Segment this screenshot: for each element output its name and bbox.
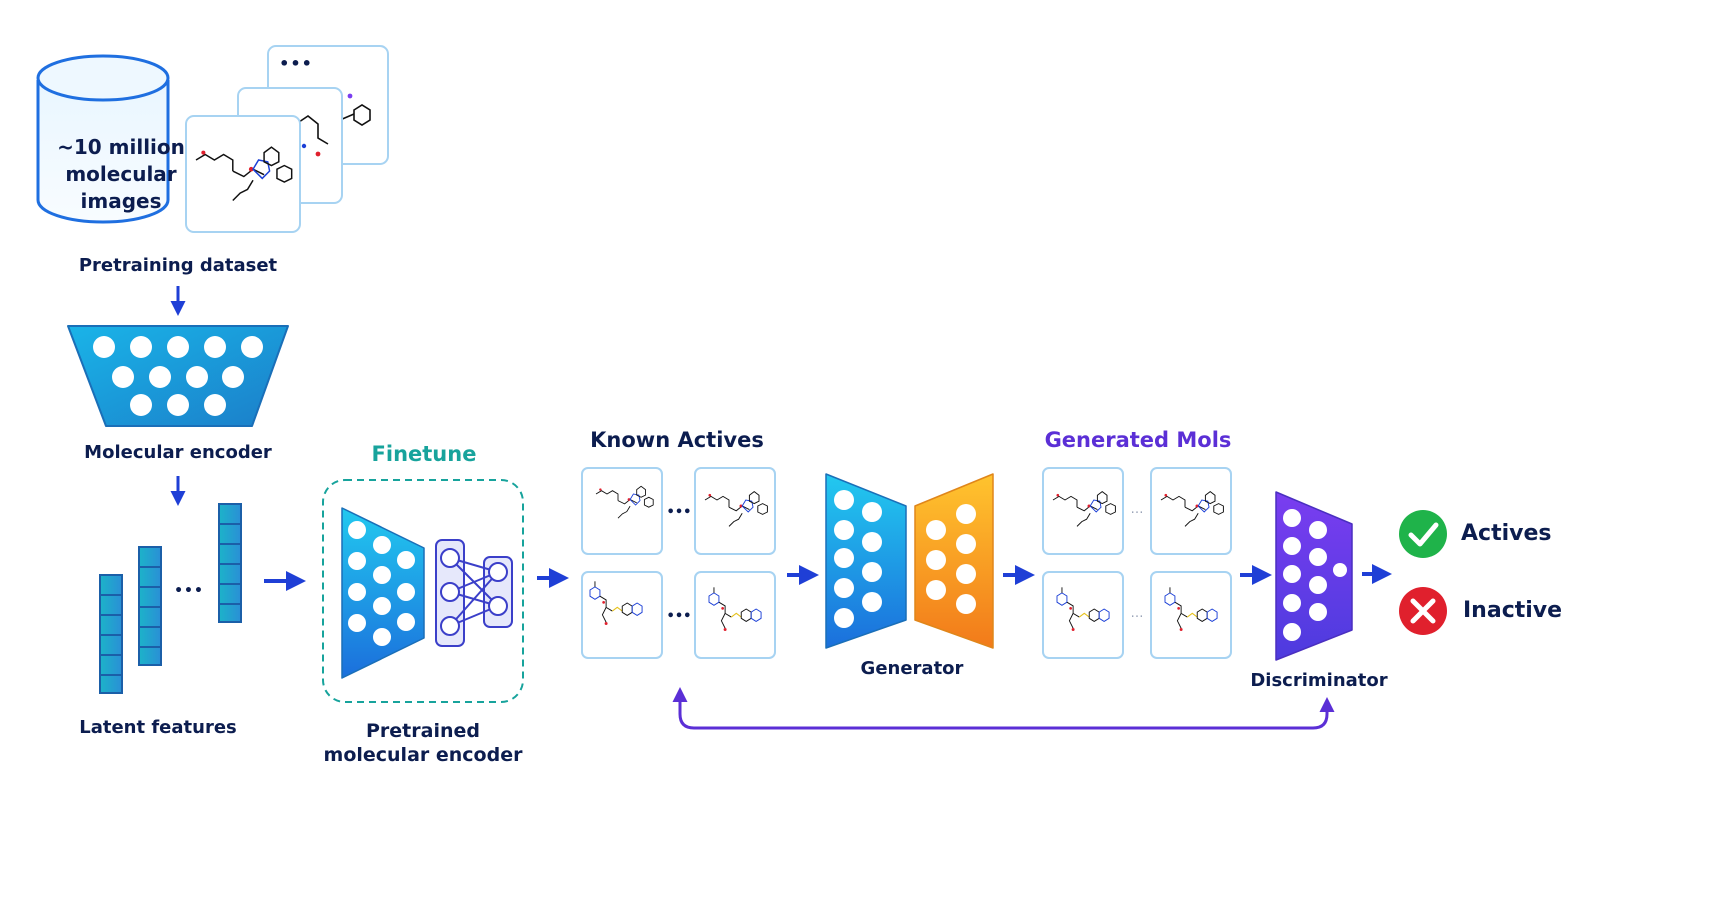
pretrained-encoder-label-line2: molecular encoder: [323, 744, 523, 766]
known-actives-ellipsis-bottom: •••: [666, 609, 692, 624]
known-actives-ellipsis-top: •••: [666, 505, 692, 520]
mlp-head-network: [435, 539, 513, 647]
generator-label: Generator: [860, 658, 964, 679]
dataset-stack-ellipsis: •••: [279, 54, 313, 73]
latent-features-label: Latent features: [79, 717, 237, 738]
known-actives-title: Known Actives: [590, 428, 764, 452]
finetune-box: [322, 479, 524, 703]
check-icon: [1399, 510, 1447, 558]
known-actives-grid: [581, 467, 776, 659]
generated-ellipsis-bottom: …: [1130, 606, 1144, 621]
feedback-loop-arrow: [672, 687, 1329, 730]
generator-shape: [825, 473, 994, 649]
discriminator-shape: [1275, 491, 1353, 661]
actives-output-label: Actives: [1461, 521, 1552, 546]
dataset-cylinder: [36, 54, 170, 224]
cross-icon: [1399, 587, 1447, 635]
pretraining-dataset-label: Pretraining dataset: [78, 255, 278, 276]
latent-ellipsis: •••: [174, 583, 204, 599]
dataset-image-stack: [185, 45, 389, 233]
molecular-encoder-label: Molecular encoder: [84, 442, 272, 463]
generated-mols-grid: [1042, 467, 1232, 659]
generated-mols-title: Generated Mols: [1044, 428, 1232, 452]
pretrained-encoder-shape: [341, 507, 425, 679]
inactive-output-label: Inactive: [1463, 598, 1563, 623]
discriminator-label: Discriminator: [1250, 670, 1388, 691]
generated-ellipsis-top: …: [1130, 502, 1144, 517]
latent-feature-vectors: [99, 503, 242, 694]
molecular-encoder-shape: [67, 325, 289, 427]
finetune-title: Finetune: [371, 442, 477, 466]
dataset-db-text: ~10 million molecular images: [57, 135, 185, 213]
pretrained-encoder-label-line1: Pretrained: [366, 720, 480, 742]
